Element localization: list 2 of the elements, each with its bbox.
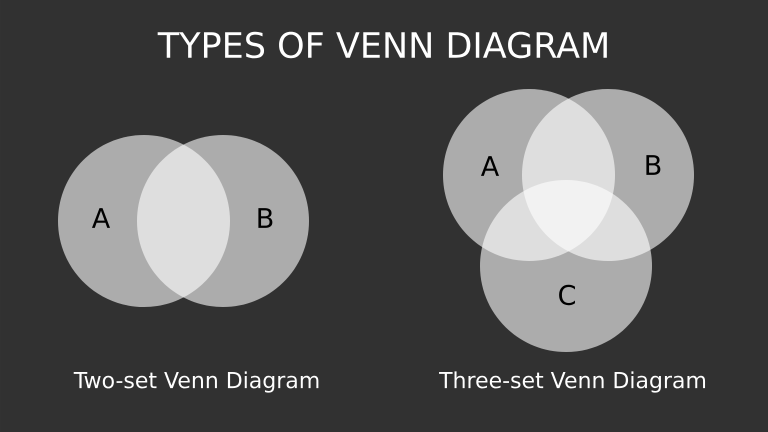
title: TYPES OF VENN DIAGRAM: [158, 32, 607, 58]
diagram-caption: Two-set Venn Diagram: [74, 371, 318, 393]
